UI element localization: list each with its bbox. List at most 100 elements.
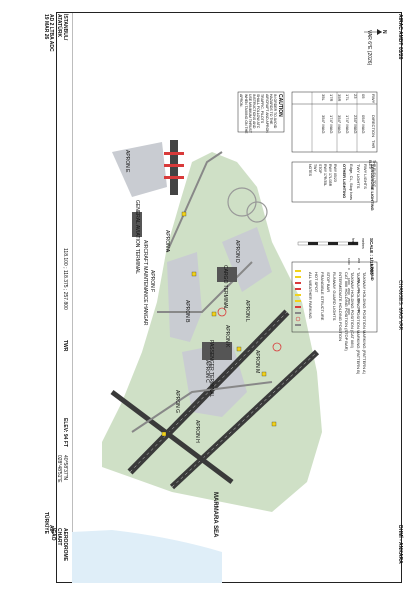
- taxiway-south: [131, 381, 273, 433]
- apron-f-label: APRON F: [149, 270, 155, 293]
- legend-item-5: RUNWAY GUARD LIGHTS: [332, 272, 337, 321]
- sea-area: [72, 530, 222, 583]
- hangar-label: AIRCRAFT MAINTENANCE HANGAR: [142, 240, 148, 326]
- apron-m-label: APRON M: [254, 350, 260, 374]
- apron-a-label: APRON A: [164, 230, 170, 253]
- rwy-row-1-rwy: 23: [353, 94, 358, 99]
- stand-marking-3: [164, 176, 184, 179]
- rwy-row-4-rwy: 17R: [329, 94, 334, 102]
- scale-metres-label: metres: [361, 238, 365, 249]
- rwy-table-h1: DIRECTION: [371, 115, 376, 137]
- scale-m-1: 0: [357, 268, 361, 270]
- lighting-twy-text: Edge, CL, Stop bars: [349, 164, 354, 201]
- changes-note: CHANGES: MAG VAR: [397, 280, 403, 331]
- terminal-label: PASSENGER TERMINAL: [208, 340, 214, 398]
- rwy-table-h0: RWY: [371, 94, 376, 104]
- scale-feet-label: feet: [351, 238, 355, 244]
- rwy-row-5-rwy: 35L: [321, 94, 326, 101]
- stand-marking-2: [164, 164, 184, 167]
- lighting-title: AERODROME LIGHTING: [370, 164, 375, 211]
- chart-title-3: ICAO: [50, 528, 56, 541]
- apron-area-3: [222, 227, 272, 292]
- sea-label: MARMARA SEA: [212, 492, 218, 538]
- lighting-twy: TWY LIGHTS: [356, 164, 361, 189]
- rwy-row-0-dir: 054° MAG: [361, 115, 366, 134]
- legend-swatches: [295, 270, 301, 326]
- apron-h-label: APRON H: [194, 420, 200, 443]
- legend-item-0: TAXIWAY HOLDING POSITION MARKING (PATTER…: [362, 272, 367, 374]
- elevation: ELEV: 94 FT: [62, 418, 68, 447]
- legend-item-1: TAXIWAY HOLDING POSITION MARKING (PATTER…: [356, 272, 361, 375]
- cargo-label: CARGO TERMINAL: [222, 265, 228, 310]
- rwy-row-0-rwy: 05: [361, 94, 366, 99]
- caution-text: IN ORDER TO AVOID HAZARDS TO THE AIRCRAF…: [239, 94, 277, 134]
- rwy-row-3-rwy: 35R: [337, 94, 342, 102]
- legend-item-6: STOP BAR: [326, 272, 331, 293]
- country-label: TÜRKİYE: [43, 512, 49, 534]
- apron-area-4: [112, 142, 167, 197]
- mag-var: VAR 6°E (2026): [366, 30, 372, 66]
- tower-label: TWR: [62, 340, 68, 352]
- chart-title-2: CHART: [56, 528, 62, 546]
- runway-17l-35r: [169, 349, 320, 490]
- rwy-table: [291, 91, 378, 153]
- doc-date: 19 MAR 26: [43, 14, 49, 40]
- legend-item-9: ALL WEATHER PARKING: [308, 272, 313, 319]
- lighting-rwy: RWY LIGHTS: [363, 164, 368, 189]
- runway-05-23-centerline: [129, 311, 288, 473]
- coords-lon: 028°48'51"E: [56, 455, 62, 483]
- chart-title-1: AERODROME: [62, 528, 68, 562]
- legend-item-4: INTERMEDIATE HOLDING POSITION: [338, 272, 343, 342]
- scale-bar: [297, 241, 359, 246]
- legend-item-8: HOT SPOT: [314, 272, 319, 293]
- scale-f-1: 0: [347, 268, 351, 270]
- legend-item-3: CAT II/III HOLDING POSITION (STOP BAR): [344, 272, 349, 351]
- hot-spot-1: [217, 307, 227, 317]
- terminal-pier: [170, 140, 178, 195]
- rwy-row-2-rwy: 17L: [345, 94, 350, 101]
- rwy-row-1-dir: 234° MAG: [353, 115, 358, 134]
- cargo-building: [217, 267, 237, 282]
- runway-17r-35l: [110, 390, 234, 484]
- authority: DHMİ - ANKARA: [397, 525, 403, 564]
- rwy-table-h2: THR: [371, 140, 376, 149]
- taxiway-north: [166, 151, 223, 253]
- amendment: AIRAC AMDT 03/26: [397, 14, 403, 60]
- hot-spot-2: [272, 342, 282, 352]
- apron-d-label: APRON D: [234, 240, 240, 263]
- legend-item-7: FRANGIBLE STRUCTURE: [320, 272, 325, 321]
- city-2: ATATÜRK: [56, 14, 62, 38]
- aerodrome-map: [72, 12, 382, 583]
- rwy-row-3-dir: 354° MAG: [337, 115, 342, 134]
- stand-marking-1: [164, 152, 184, 155]
- tower-freqs: 118.100 ; 118.375 ; 257.800: [62, 248, 68, 310]
- lighting-other: OTHER LIGHTING: [342, 164, 347, 199]
- misc-line-6: NOTES: [308, 164, 312, 177]
- rwy-row-2-dir: 174° MAG: [345, 115, 350, 134]
- coords-lat: 40°58'37"N: [62, 455, 68, 481]
- apron-e-label: APRON E: [124, 150, 130, 173]
- apron-l-label: APRON L: [244, 300, 250, 322]
- rwy-row-4-dir: 174° MAG: [329, 115, 334, 134]
- caution-title: CAUTION: [277, 94, 283, 117]
- airfield-grass: [102, 152, 322, 512]
- taxiway-signs: [161, 211, 277, 437]
- legend-item-2: TAXIWAY HOLDING POSITION (CAT II/III): [350, 272, 355, 348]
- hangar-building: [132, 212, 142, 237]
- apron-b-label: APRON B: [184, 300, 190, 323]
- highway-loop-2: [246, 201, 268, 223]
- legend-box: [291, 261, 378, 333]
- legend-title: LEGEND: [370, 264, 375, 281]
- north-label: N: [381, 30, 387, 34]
- lighting-box: [291, 161, 378, 203]
- city-1: İSTANBUL/: [62, 14, 68, 41]
- chart-frame: [56, 12, 402, 583]
- north-arrow-head: [377, 29, 382, 35]
- caution-box: [237, 91, 285, 133]
- apron-g-label: APRON G: [174, 390, 180, 414]
- ga-terminal-label: GENERAL AVIATION TERMINAL: [134, 200, 140, 274]
- scale-f-0: 1000: [347, 258, 351, 265]
- terminal-building: [202, 342, 232, 360]
- rwy-row-5-dir: 354° MAG: [321, 115, 326, 134]
- apron-k-label: APRON K: [224, 325, 230, 348]
